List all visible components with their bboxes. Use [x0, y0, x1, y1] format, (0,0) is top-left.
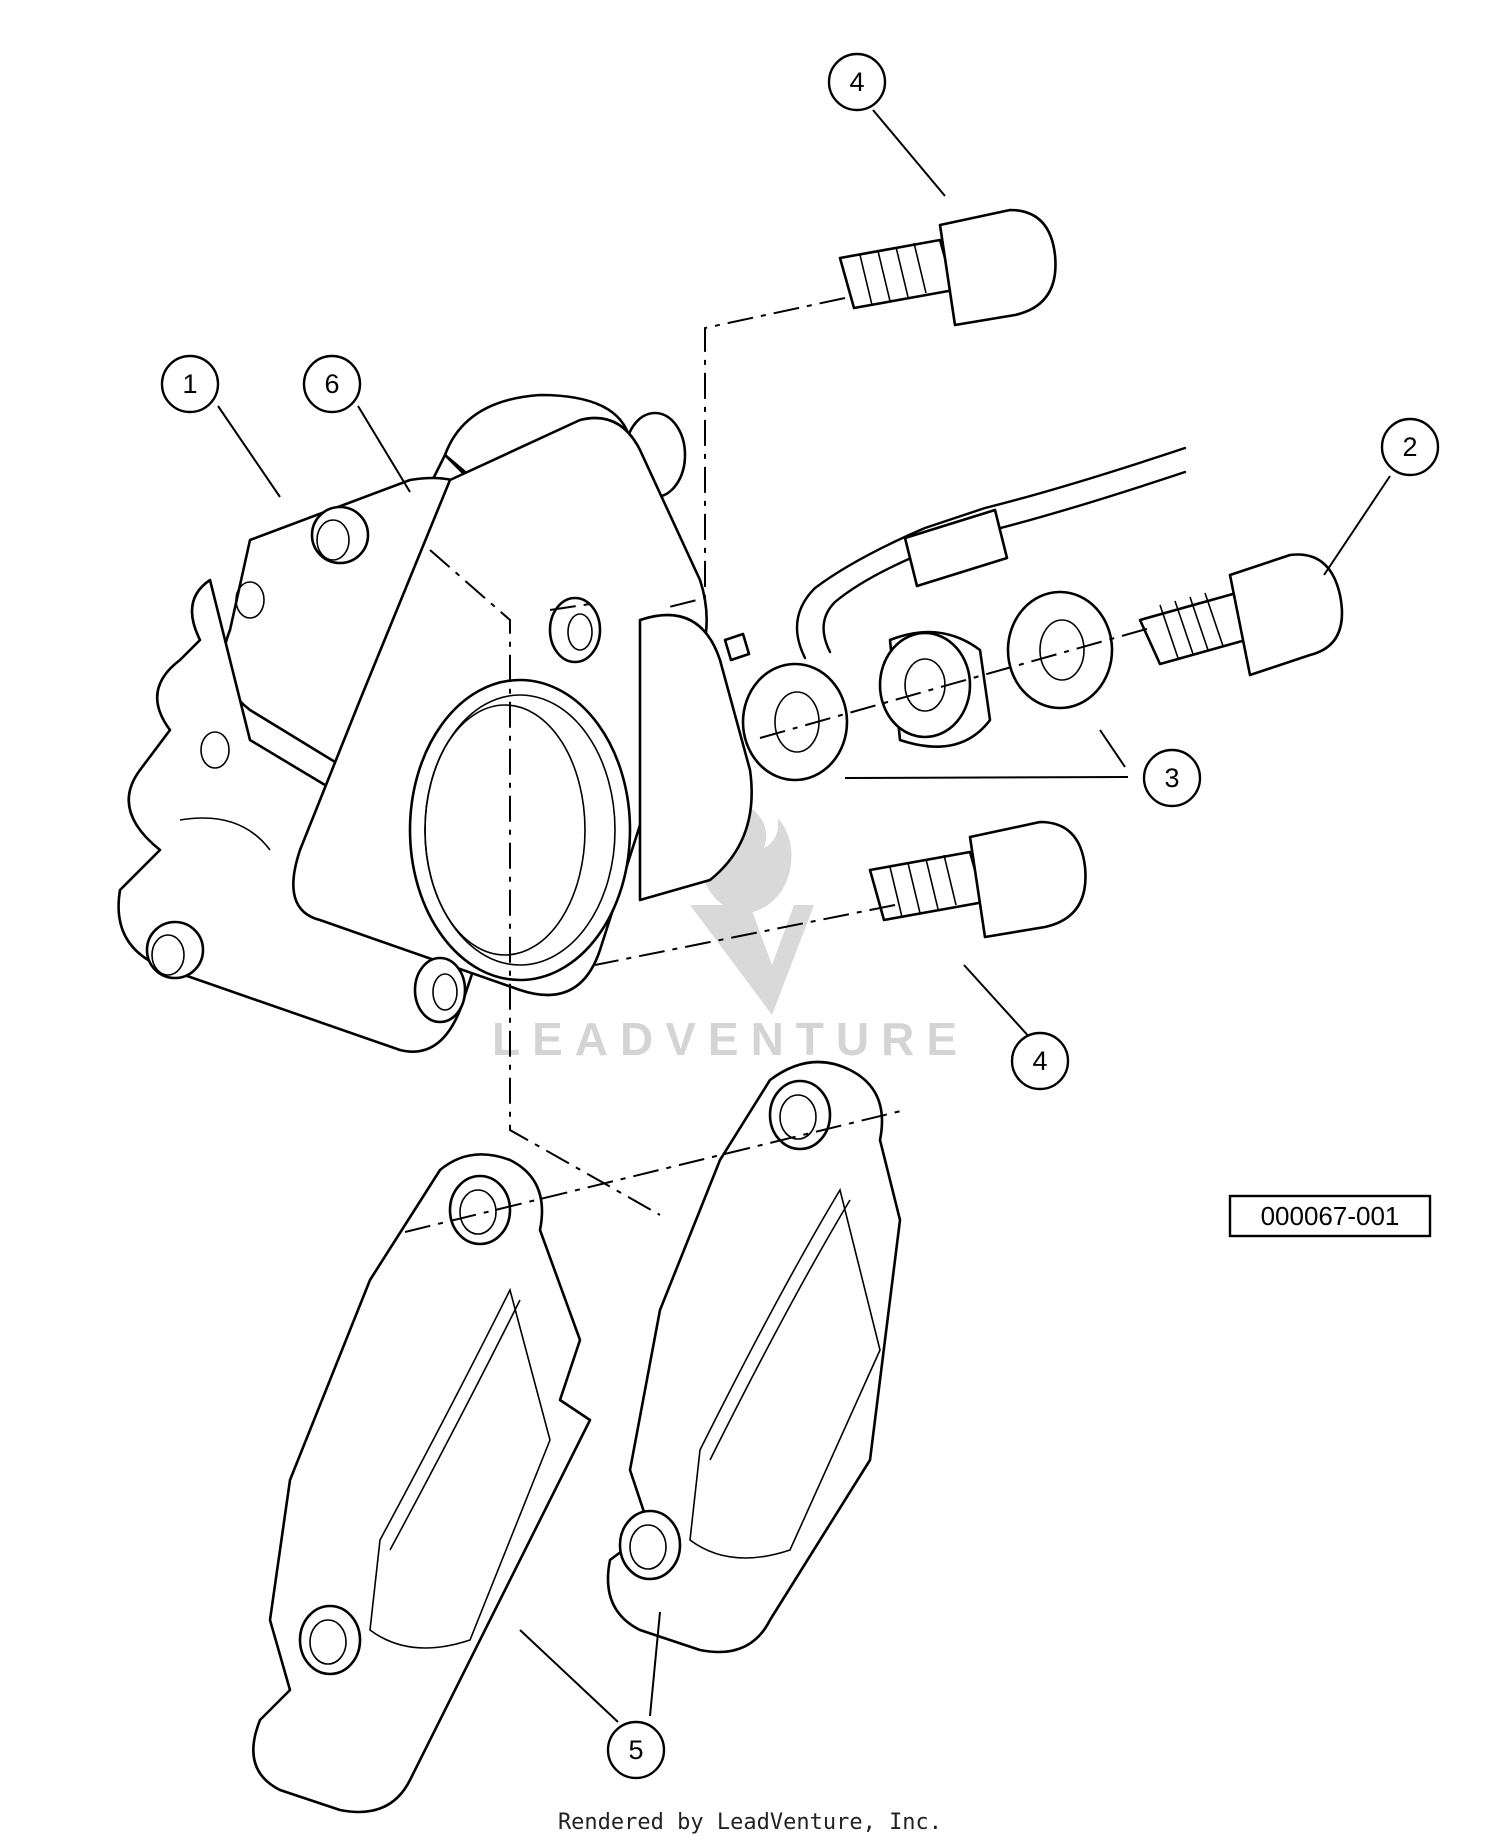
- callout-3: 3: [1142, 748, 1202, 808]
- top-mounting-bolt: [838, 208, 1057, 327]
- svg-text:2: 2: [1402, 432, 1417, 462]
- watermark: LEADVENTURE: [492, 800, 969, 1065]
- caliper-body: [117, 393, 753, 1053]
- callout-2: 2: [1380, 417, 1440, 477]
- svg-text:4: 4: [1032, 1046, 1047, 1076]
- svg-text:4: 4: [849, 67, 864, 97]
- lower-mounting-bolt: [868, 820, 1087, 939]
- callout-6: 6: [302, 354, 362, 414]
- svg-text:5: 5: [628, 1735, 643, 1765]
- leader-lines: [217, 109, 1391, 1723]
- brake-pad-right: [606, 1060, 902, 1654]
- svg-text:1: 1: [182, 369, 197, 399]
- brake-pad-left: [252, 1153, 592, 1814]
- svg-text:6: 6: [324, 369, 339, 399]
- callout-4-top: 4: [827, 52, 887, 112]
- drawing-number: 000067-001: [1228, 1194, 1432, 1238]
- callout-4-lower: 4: [1010, 1031, 1070, 1091]
- crush-washers: [741, 590, 1114, 782]
- banjo-bolt: [1138, 553, 1344, 677]
- watermark-text: LEADVENTURE: [492, 1013, 969, 1065]
- drawing-number-text: 000067-001: [1261, 1201, 1400, 1231]
- callout-5: 5: [606, 1720, 666, 1780]
- footer-credit: Rendered by LeadVenture, Inc.: [557, 1810, 943, 1835]
- svg-text:3: 3: [1164, 763, 1179, 793]
- brake-line: [795, 446, 1187, 660]
- callout-1: 1: [160, 354, 220, 414]
- alignment-lines: [404, 297, 1151, 1233]
